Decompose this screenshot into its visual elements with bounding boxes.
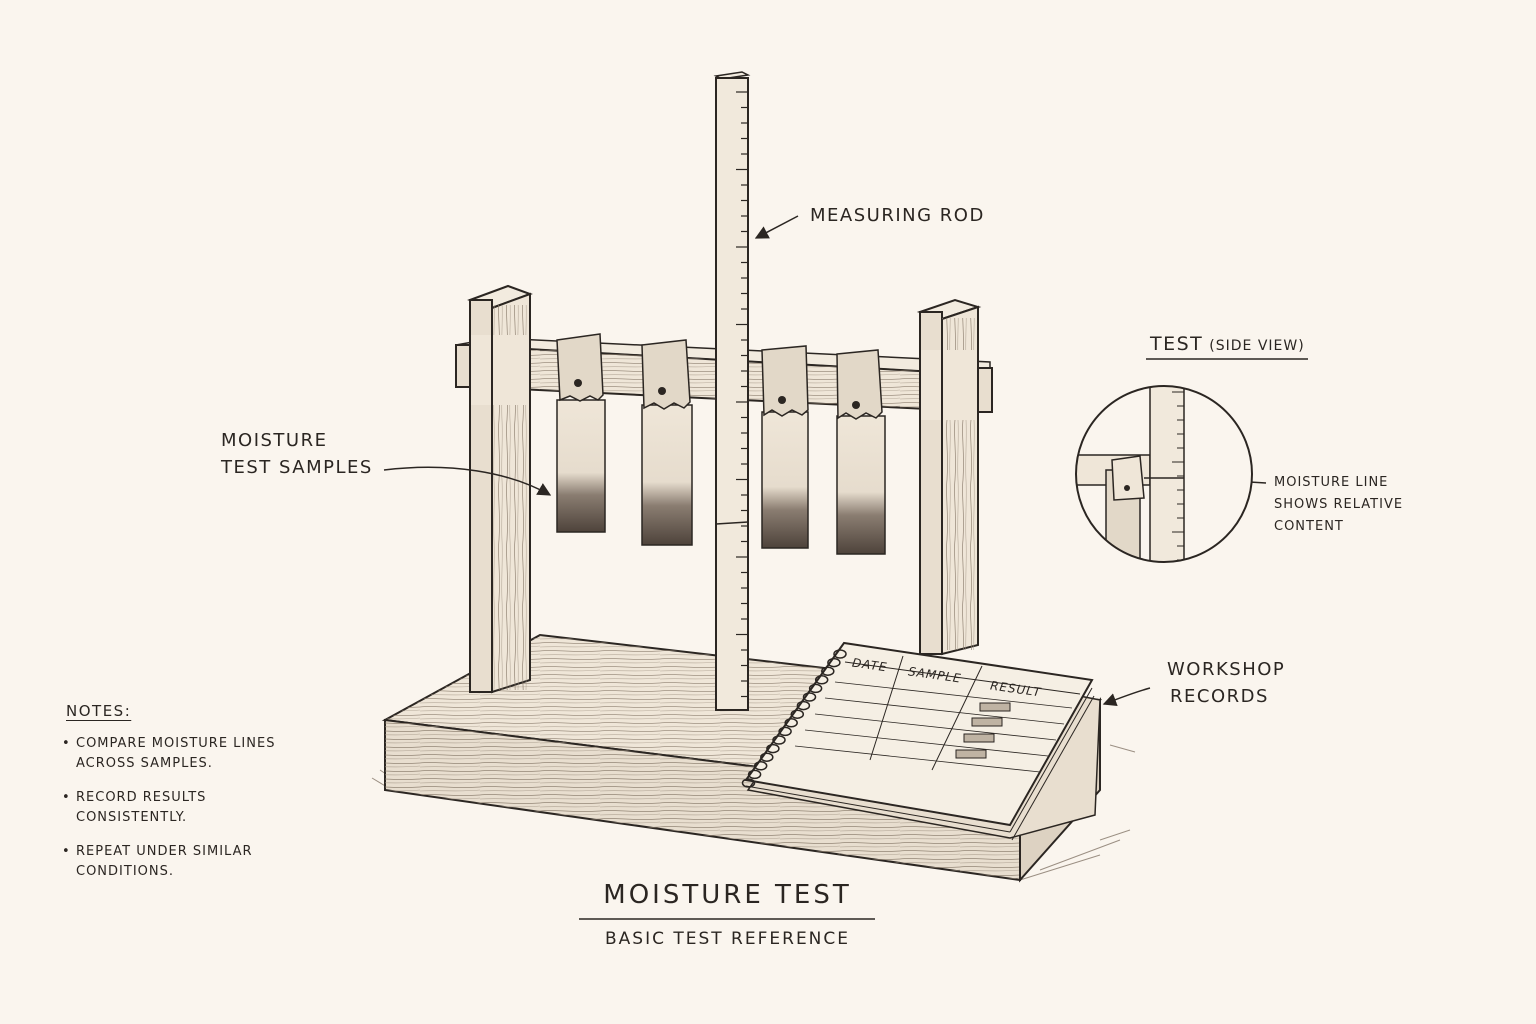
notes-list: COMPARE MOISTURE LINES ACROSS SAMPLES. R… <box>62 734 322 896</box>
spiral-ring <box>808 683 823 694</box>
records-label-line2: RECORDS <box>1170 686 1269 707</box>
spiral-ring <box>760 752 774 762</box>
notes-item-repeat: REPEAT UNDER SIMILAR CONDITIONS. <box>62 842 322 882</box>
side-view-detail <box>1075 385 1253 563</box>
spiral-ring <box>814 675 829 685</box>
spiral-ring <box>766 743 780 754</box>
spiral-ring <box>772 735 786 745</box>
measuring-rod <box>713 71 751 711</box>
side-view-note-line1: MOISTURE LINE <box>1274 475 1389 490</box>
notes-item-compare: COMPARE MOISTURE LINES ACROSS SAMPLES. <box>62 734 322 774</box>
samples-label-line2: TEST SAMPLES <box>221 457 373 478</box>
spiral-ring <box>784 718 798 728</box>
spiral-ring <box>821 666 835 676</box>
ground-shadow <box>371 744 1136 881</box>
measuring-rod-label: MEASURING ROD <box>810 205 985 226</box>
samples-arrow <box>383 466 552 496</box>
page-subtitle: BASIC TEST REFERENCE <box>604 929 851 949</box>
records-arrow <box>1102 687 1151 707</box>
measuring-rod-arrow <box>754 215 799 239</box>
side-view-title-main: TEST <box>1150 333 1204 355</box>
test-sample-3 <box>761 345 809 549</box>
side-view-note-line3: CONTENT <box>1274 519 1344 534</box>
notes-item-record: RECORD RESULTS CONSISTENTLY. <box>62 788 322 828</box>
spiral-ring <box>753 761 768 771</box>
side-view-note-line2: SHOWS RELATIVE <box>1274 497 1404 512</box>
spiral-ring <box>790 709 805 719</box>
spiral-ring <box>802 692 817 702</box>
spiral-ring <box>747 769 762 780</box>
spiral-ring <box>796 700 811 711</box>
test-sample-4 <box>836 349 886 555</box>
workshop-records-notebook <box>741 641 1101 841</box>
page-title: MOISTURE TEST <box>603 880 852 910</box>
test-sample-1 <box>556 333 606 533</box>
records-label-line1: WORKSHOP <box>1167 659 1286 680</box>
spiral-ring <box>741 778 756 788</box>
spiral-ring <box>833 649 847 659</box>
side-view-title: TEST (SIDE VIEW) <box>1150 333 1305 355</box>
test-sample-2 <box>641 339 693 546</box>
spiral-ring <box>827 657 841 668</box>
notes-heading: NOTES: <box>66 702 132 720</box>
spiral-ring <box>778 726 792 737</box>
side-view-title-sub: (SIDE VIEW) <box>1209 338 1305 354</box>
samples-label-line1: MOISTURE <box>221 430 328 451</box>
